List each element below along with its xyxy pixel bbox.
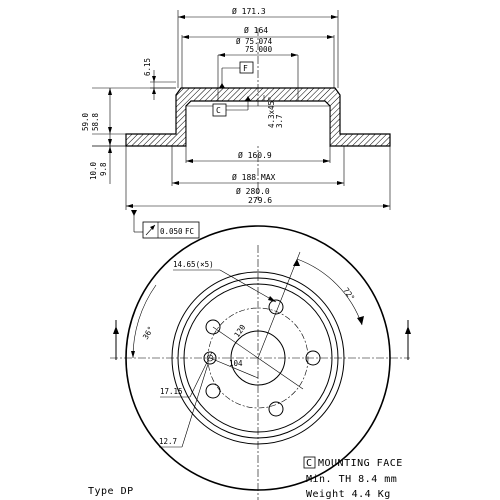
bolt-hole-3 — [268, 401, 284, 417]
locating-hole — [203, 351, 217, 365]
dim-h10-lower: 9.8 — [99, 162, 108, 176]
hat-outer — [177, 277, 339, 439]
dim-chamfer-b: 3.7 — [275, 114, 284, 128]
mounting-face-marker: C — [306, 458, 313, 469]
dim-d75-upper: Ø 75.074 — [236, 37, 273, 46]
angle-36: 36° — [141, 325, 156, 341]
dim-d75-lower: 75.000 — [245, 45, 273, 54]
outer-disc-edge — [125, 225, 391, 491]
friction-ring-inner — [171, 271, 345, 445]
angle-72: 72° — [341, 286, 356, 302]
bolt-hole-5 — [268, 299, 284, 315]
mounting-face-label: MOUNTING FACE — [318, 458, 403, 469]
datum-f: F — [243, 64, 248, 73]
bolt-hole-2 — [205, 383, 221, 399]
dim-h59-lower: 58.8 — [91, 112, 100, 131]
weight: Weight 4.4 Kg — [306, 489, 391, 500]
datum-f-box — [239, 61, 254, 74]
dim-d280-lower: 279.6 — [248, 196, 272, 205]
dim-d280-upper: Ø 280.0 — [236, 186, 270, 196]
dim-h615: 6.15 — [143, 58, 152, 76]
datum-c: C — [216, 106, 221, 115]
notes-block: C MOUNTING FACE Min. TH 8.4 mm Weight 4.… — [88, 456, 403, 500]
section-view: Ø 171.3 Ø 164 Ø 75.074 75.000 F C — [81, 6, 391, 239]
tolerance-datum: FC — [185, 227, 194, 236]
dim-h10-upper: 10.0 — [89, 161, 98, 180]
plan-view: 14.65(×5) 72° 36° 120 104 17.15 12.7 — [110, 225, 411, 500]
dim-h59-upper: 59.0 — [81, 112, 90, 131]
mounting-face-marker-box — [303, 456, 316, 469]
bolt-circle — [207, 307, 309, 409]
dim-chamfer: 4.3x45° — [267, 96, 276, 128]
dim-d160: Ø 160.9 — [238, 150, 272, 160]
dim-d188: Ø 188 MAX — [232, 172, 276, 182]
dim-d171: Ø 171.3 — [232, 6, 266, 16]
dim-pcd-hole: 14.65(×5) — [173, 260, 214, 269]
dim-d120: 120 — [232, 322, 247, 339]
hat-inner — [183, 283, 333, 433]
bolt-hole-4 — [305, 350, 321, 366]
center-bore — [230, 330, 286, 386]
bolt-hole-1 — [205, 319, 221, 335]
dim-d1715: 17.15 — [160, 387, 183, 396]
min-thickness: Min. TH 8.4 mm — [306, 474, 397, 485]
type-label: Type DP — [88, 486, 134, 497]
tolerance-value: 0.050 — [160, 227, 183, 236]
tolerance-frame — [142, 221, 200, 239]
dim-d127: 12.7 — [159, 437, 177, 446]
dim-d164: Ø 164 — [244, 25, 268, 35]
dim-d104: 104 — [229, 359, 243, 368]
